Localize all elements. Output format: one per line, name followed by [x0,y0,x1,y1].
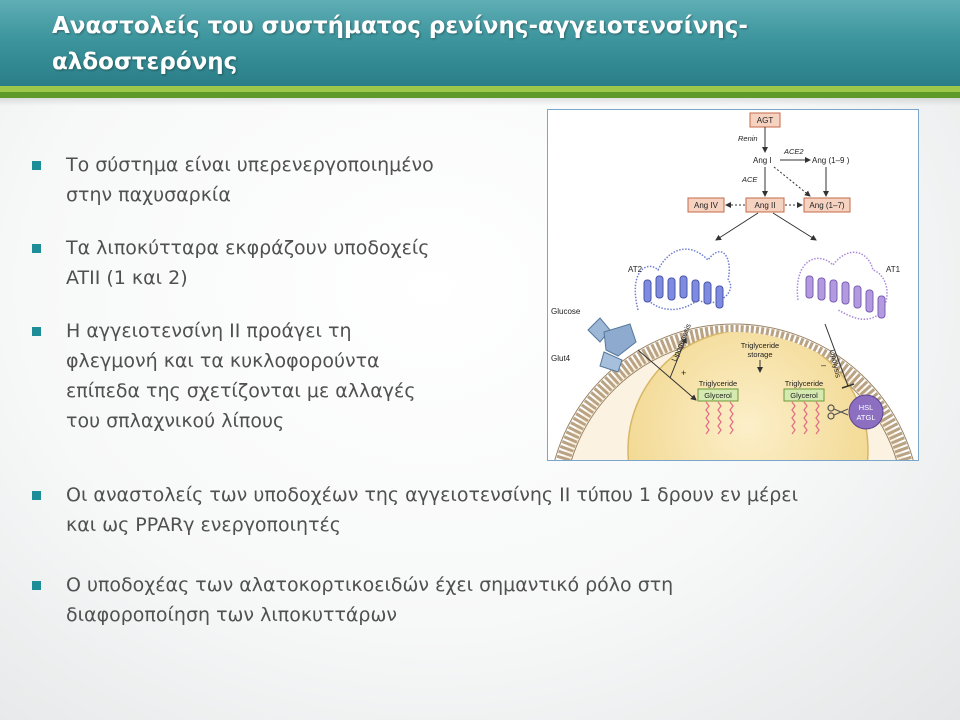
lipolysis-inhibition-line [824,323,849,387]
at1-label: AT1 [886,265,901,274]
scissors-icon [827,404,849,420]
bullet-square-icon [32,581,41,590]
ang1-label: Ang I [753,156,772,165]
agt-box: AGT [749,112,781,128]
ang19-label: Ang (1–9 ) [812,156,850,165]
glycerol-right-box: Glycerol [783,388,825,402]
at1-receptor [796,251,888,320]
bullet-item: Οι αναστολείς των υποδοχέων της αγγειοτε… [32,480,936,540]
tg-storage-label-2: storage [747,350,772,359]
lipolysis-minus: – [821,360,826,370]
bullet-item: Τα λιποκύτταρα εκφράζουν υποδοχείς ATII … [32,233,516,293]
lipogenesis-plus: + [681,368,686,378]
agt-label: AGT [757,116,774,125]
glucose-to-glycerol-arrow [637,349,697,401]
glycerol-right-label: Glycerol [790,391,818,400]
ang2-label: Ang II [755,201,776,210]
triglyceride-right-label: Triglyceride [785,379,823,388]
at2-label: AT2 [628,265,643,274]
bullet-text: Οι αναστολείς των υποδοχέων της αγγειοτε… [66,484,798,536]
ang1-to-ang17-arrow [773,166,811,197]
bullet-item: Ο υποδοχέας των αλατοκορτικοειδών έχει σ… [32,570,936,630]
bullet-square-icon [32,327,41,336]
bullet-text: Τα λιποκύτταρα εκφράζουν υποδοχείς ATII … [66,237,430,289]
ang17-box: Ang (1–7) [803,197,851,213]
glut4-label: Glut4 [551,354,571,363]
lipolysis-inhibition-bar [841,383,855,389]
glycerol-left-box: Glycerol [697,388,739,402]
slide-title: Αναστολείς του συστήματος ρενίνης-αγγειο… [52,13,748,75]
lipogenesis-arrow [669,337,687,379]
glycerol-left-label: Glycerol [704,391,732,400]
ang17-label: Ang (1–7) [809,201,844,210]
raas-diagram: AGT Renin Ang I ACE2 Ang (1–9 ) ACE Ang … [551,112,914,460]
bullet-square-icon [32,244,41,253]
bullet-text: Η αγγειοτενσίνη ΙΙ προάγει τη φλεγμονή κ… [66,320,416,432]
tg-storage-label-1: Triglyceride [741,341,779,350]
bullet-item: Η αγγειοτενσίνη ΙΙ προάγει τη φλεγμονή κ… [32,316,516,436]
ang2-to-at1-arrow [772,212,817,241]
at2-receptor [634,248,732,311]
raas-adipocyte-figure: AGT Renin Ang I ACE2 Ang (1–9 ) ACE Ang … [547,109,919,461]
fatty-acid-chains [705,401,820,435]
triglyceride-left-label: Triglyceride [699,379,737,388]
bullet-text: Το σύστημα είναι υπερενεργοποιημένο στην… [66,154,434,206]
ang4-box: Ang IV [687,197,725,213]
title-stripe-dark [0,92,960,98]
ang4-label: Ang IV [694,201,719,210]
ace2-label: ACE2 [783,147,804,156]
glucose-label: Glucose [551,307,581,316]
bullet-square-icon [32,491,41,500]
hsl-label: HSL [859,403,874,412]
ang2-box: Ang II [745,197,785,213]
renin-label: Renin [738,134,758,143]
ace-label: ACE [741,175,758,184]
bullet-square-icon [32,161,41,170]
title-bar [0,0,960,86]
hsl-atgl-enzyme: HSL ATGL [848,394,884,430]
title-stripe-light [0,86,960,92]
glut4-transporter [587,317,637,373]
ang2-to-at2-arrow [715,212,759,241]
bullet-item: Το σύστημα είναι υπερενεργοποιημένο στην… [32,150,516,210]
atgl-label: ATGL [856,413,875,422]
bullet-text: Ο υποδοχέας των αλατοκορτικοειδών έχει σ… [66,574,674,626]
title-stripe-shadow [0,98,960,106]
